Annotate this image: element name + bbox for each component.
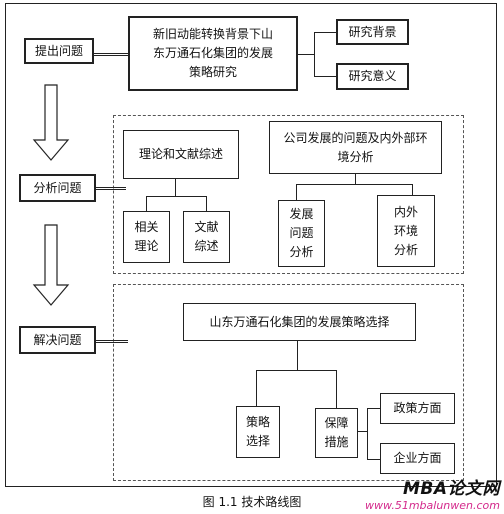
solution-section-frame xyxy=(113,284,464,481)
related-theory-label: 相关 理论 xyxy=(134,220,159,253)
diagram-frame xyxy=(5,3,497,487)
connector xyxy=(367,459,380,460)
literature-review-box: 理论和文献综述 xyxy=(123,130,239,179)
policy-aspect-box: 政策方面 xyxy=(380,393,455,424)
connector xyxy=(355,174,356,184)
literature-summary-label: 文献 综述 xyxy=(194,220,219,253)
literature-review-label: 理论和文献综述 xyxy=(138,147,223,161)
analyze-problem-label: 分析问题 xyxy=(33,180,82,195)
connector xyxy=(412,184,413,195)
related-theory-box: 相关 理论 xyxy=(123,211,170,263)
development-problem-box: 发展 问题 分析 xyxy=(278,200,325,267)
company-analysis-label: 公司发展的问题及内外部环 境分析 xyxy=(283,130,428,164)
connector xyxy=(296,184,297,200)
connector xyxy=(206,196,207,211)
connector xyxy=(314,32,336,33)
strategy-selection-label: 山东万通石化集团的发展策略选择 xyxy=(209,314,390,329)
safeguard-measures-label: 保障 措施 xyxy=(324,416,349,449)
figure-caption: 图 1.1 技术路线图 xyxy=(202,495,302,509)
research-background-label: 研究背景 xyxy=(348,24,397,39)
connector xyxy=(96,340,128,341)
analyze-problem-box: 分析问题 xyxy=(19,174,96,202)
analysis-section-frame xyxy=(113,115,464,274)
down-arrow-icon xyxy=(32,84,70,161)
strategy-choice-label: 策略 选择 xyxy=(245,415,270,448)
strategy-selection-box: 山东万通石化集团的发展策略选择 xyxy=(183,303,416,341)
connector xyxy=(336,370,337,408)
connector xyxy=(296,184,412,185)
connector xyxy=(256,370,336,371)
connector xyxy=(96,189,126,190)
research-topic-label: 新旧动能转换背景下山 东万通石化集团的发展 策略研究 xyxy=(152,27,273,79)
research-background-box: 研究背景 xyxy=(336,19,409,45)
connector xyxy=(146,196,206,197)
connector xyxy=(358,431,367,432)
watermark-url: www.51mbalunwen.com xyxy=(365,499,500,512)
literature-summary-box: 文献 综述 xyxy=(183,211,230,263)
connector xyxy=(256,370,257,406)
connector xyxy=(94,55,128,56)
solve-problem-box: 解决问题 xyxy=(19,326,96,354)
connector xyxy=(314,32,315,77)
research-significance-label: 研究意义 xyxy=(348,69,397,83)
connector xyxy=(146,196,147,211)
enterprise-aspect-label: 企业方面 xyxy=(393,451,442,465)
connector xyxy=(96,187,126,188)
development-problem-label: 发展 问题 分析 xyxy=(289,207,314,259)
connector xyxy=(367,408,380,409)
propose-problem-box: 提出问题 xyxy=(24,38,94,64)
research-topic-box: 新旧动能转换背景下山 东万通石化集团的发展 策略研究 xyxy=(128,16,298,91)
down-arrow-icon xyxy=(32,224,70,306)
watermark-title: MBA论文网 xyxy=(402,479,500,499)
company-analysis-box: 公司发展的问题及内外部环 境分析 xyxy=(269,121,442,174)
connector xyxy=(314,76,336,77)
environment-analysis-box: 内外 环境 分析 xyxy=(377,195,435,267)
site-watermark: MBA论文网 www.51mbalunwen.com xyxy=(365,474,500,512)
propose-problem-label: 提出问题 xyxy=(34,43,83,58)
safeguard-measures-box: 保障 措施 xyxy=(315,408,358,458)
connector xyxy=(297,341,298,370)
environment-analysis-label: 内外 环境 分析 xyxy=(393,204,418,257)
enterprise-aspect-box: 企业方面 xyxy=(380,443,455,474)
connector xyxy=(96,342,128,343)
connector xyxy=(94,53,128,54)
connector xyxy=(298,54,314,55)
policy-aspect-label: 政策方面 xyxy=(393,401,442,415)
solve-problem-label: 解决问题 xyxy=(33,332,82,347)
research-significance-box: 研究意义 xyxy=(336,63,409,90)
strategy-choice-box: 策略 选择 xyxy=(236,406,280,458)
connector xyxy=(367,408,368,460)
connector xyxy=(175,179,176,196)
